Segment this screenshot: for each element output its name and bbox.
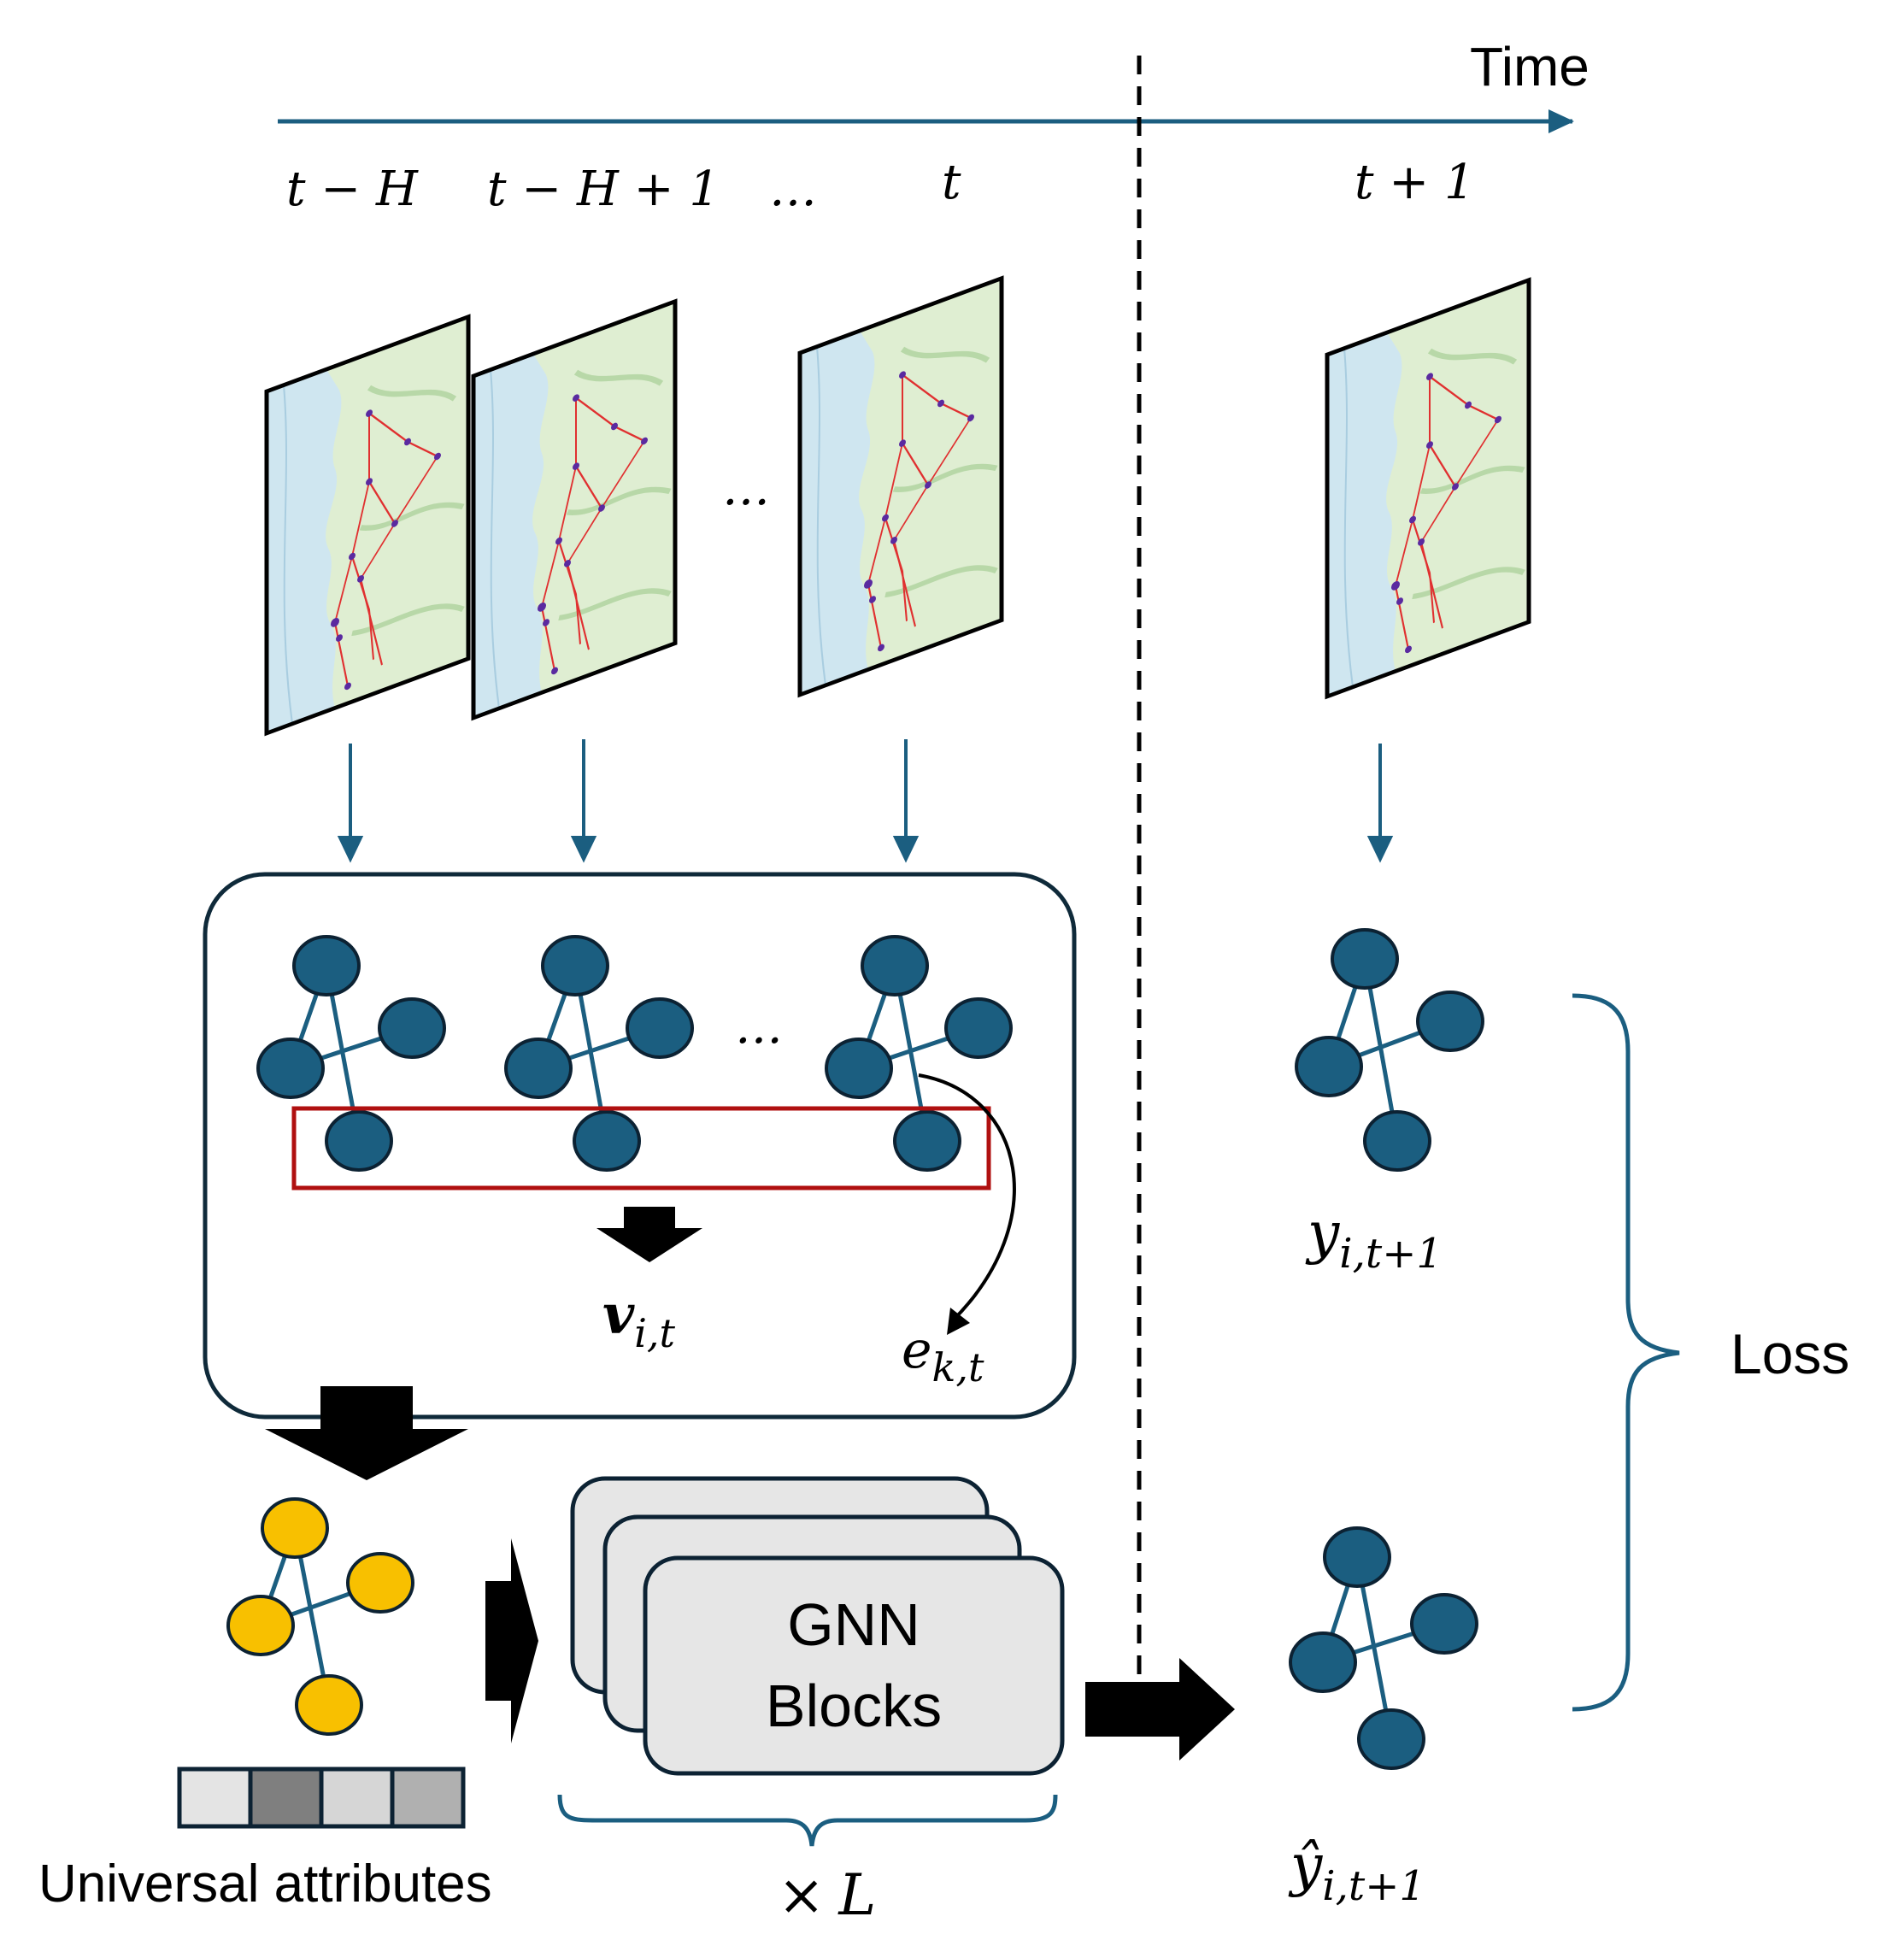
loss-label: Loss xyxy=(1731,1322,1849,1385)
node-feature-base: v xyxy=(602,1283,635,1347)
label-t-minus-h: t − H xyxy=(286,162,419,217)
graph-sequence-box xyxy=(203,872,1077,1420)
node-feature-arrow xyxy=(596,1207,702,1262)
prediction-graph xyxy=(1289,1526,1478,1770)
attribute-cell-1 xyxy=(177,1767,253,1829)
prediction-base: ŷ xyxy=(1288,1832,1323,1898)
edge-feature-label: ek,t xyxy=(902,1320,984,1390)
node-feature-label: vi,t xyxy=(602,1283,676,1356)
map-snapshot-t-minus-h xyxy=(267,314,468,737)
target-label: yi,t+1 xyxy=(1305,1200,1443,1278)
label-ellipsis-top: … xyxy=(769,162,817,217)
target-sub: i,t+1 xyxy=(1339,1230,1443,1278)
edge-feature-base: e xyxy=(902,1320,932,1380)
gnn-block-stack xyxy=(570,1476,1065,1776)
gnn-block-front xyxy=(643,1555,1065,1776)
target-base: y xyxy=(1305,1200,1340,1266)
universal-attribute-bar xyxy=(177,1767,466,1829)
graph-to-gnn-arrow xyxy=(485,1538,538,1743)
edge-feature-curve-arrow xyxy=(918,1073,1016,1322)
prediction-label: ŷi,t+1 xyxy=(1288,1832,1425,1910)
map-snapshot-t xyxy=(800,275,1002,698)
repeat-times: × xyxy=(778,1862,825,1928)
label-t-minus-h-plus-1: t − H + 1 xyxy=(487,162,720,217)
attribute-cell-2 xyxy=(248,1767,324,1829)
time-axis-arrowhead xyxy=(1548,109,1574,133)
repeat-brace xyxy=(557,1794,1058,1847)
map-snapshot-t-plus-1 xyxy=(1327,277,1529,700)
loss-brace xyxy=(1572,993,1680,1712)
time-axis-label: Time xyxy=(1470,36,1590,97)
graph-ellipsis: … xyxy=(735,999,783,1055)
universal-graph xyxy=(226,1497,414,1736)
target-graph xyxy=(1295,928,1484,1172)
edge-feature-sub: k,t xyxy=(932,1344,984,1390)
attribute-cell-3 xyxy=(319,1767,395,1829)
gnn-label-line2: Blocks xyxy=(766,1673,942,1739)
universal-attributes-label: Universal attributes xyxy=(38,1855,492,1914)
encode-arrow xyxy=(265,1386,468,1480)
repeat-label: ×L xyxy=(778,1862,876,1928)
repeat-L: L xyxy=(837,1862,876,1928)
node-feature-sub: i,t xyxy=(634,1310,675,1356)
map-snapshot-t-minus-h-plus-1 xyxy=(473,298,675,721)
label-t-plus-1: t + 1 xyxy=(1355,155,1475,210)
node-highlight-box xyxy=(291,1106,991,1190)
label-t: t xyxy=(942,155,961,210)
graph-snapshot-2 xyxy=(504,935,694,1172)
graph-snapshot-t xyxy=(825,935,1013,1172)
attribute-cell-4 xyxy=(390,1767,466,1829)
gnn-to-prediction-arrow xyxy=(1085,1658,1235,1761)
map-ellipsis: … xyxy=(722,461,770,516)
gnn-label-line1: GNN xyxy=(787,1591,920,1658)
graph-snapshot-1 xyxy=(256,935,446,1172)
prediction-sub: i,t+1 xyxy=(1322,1862,1425,1910)
